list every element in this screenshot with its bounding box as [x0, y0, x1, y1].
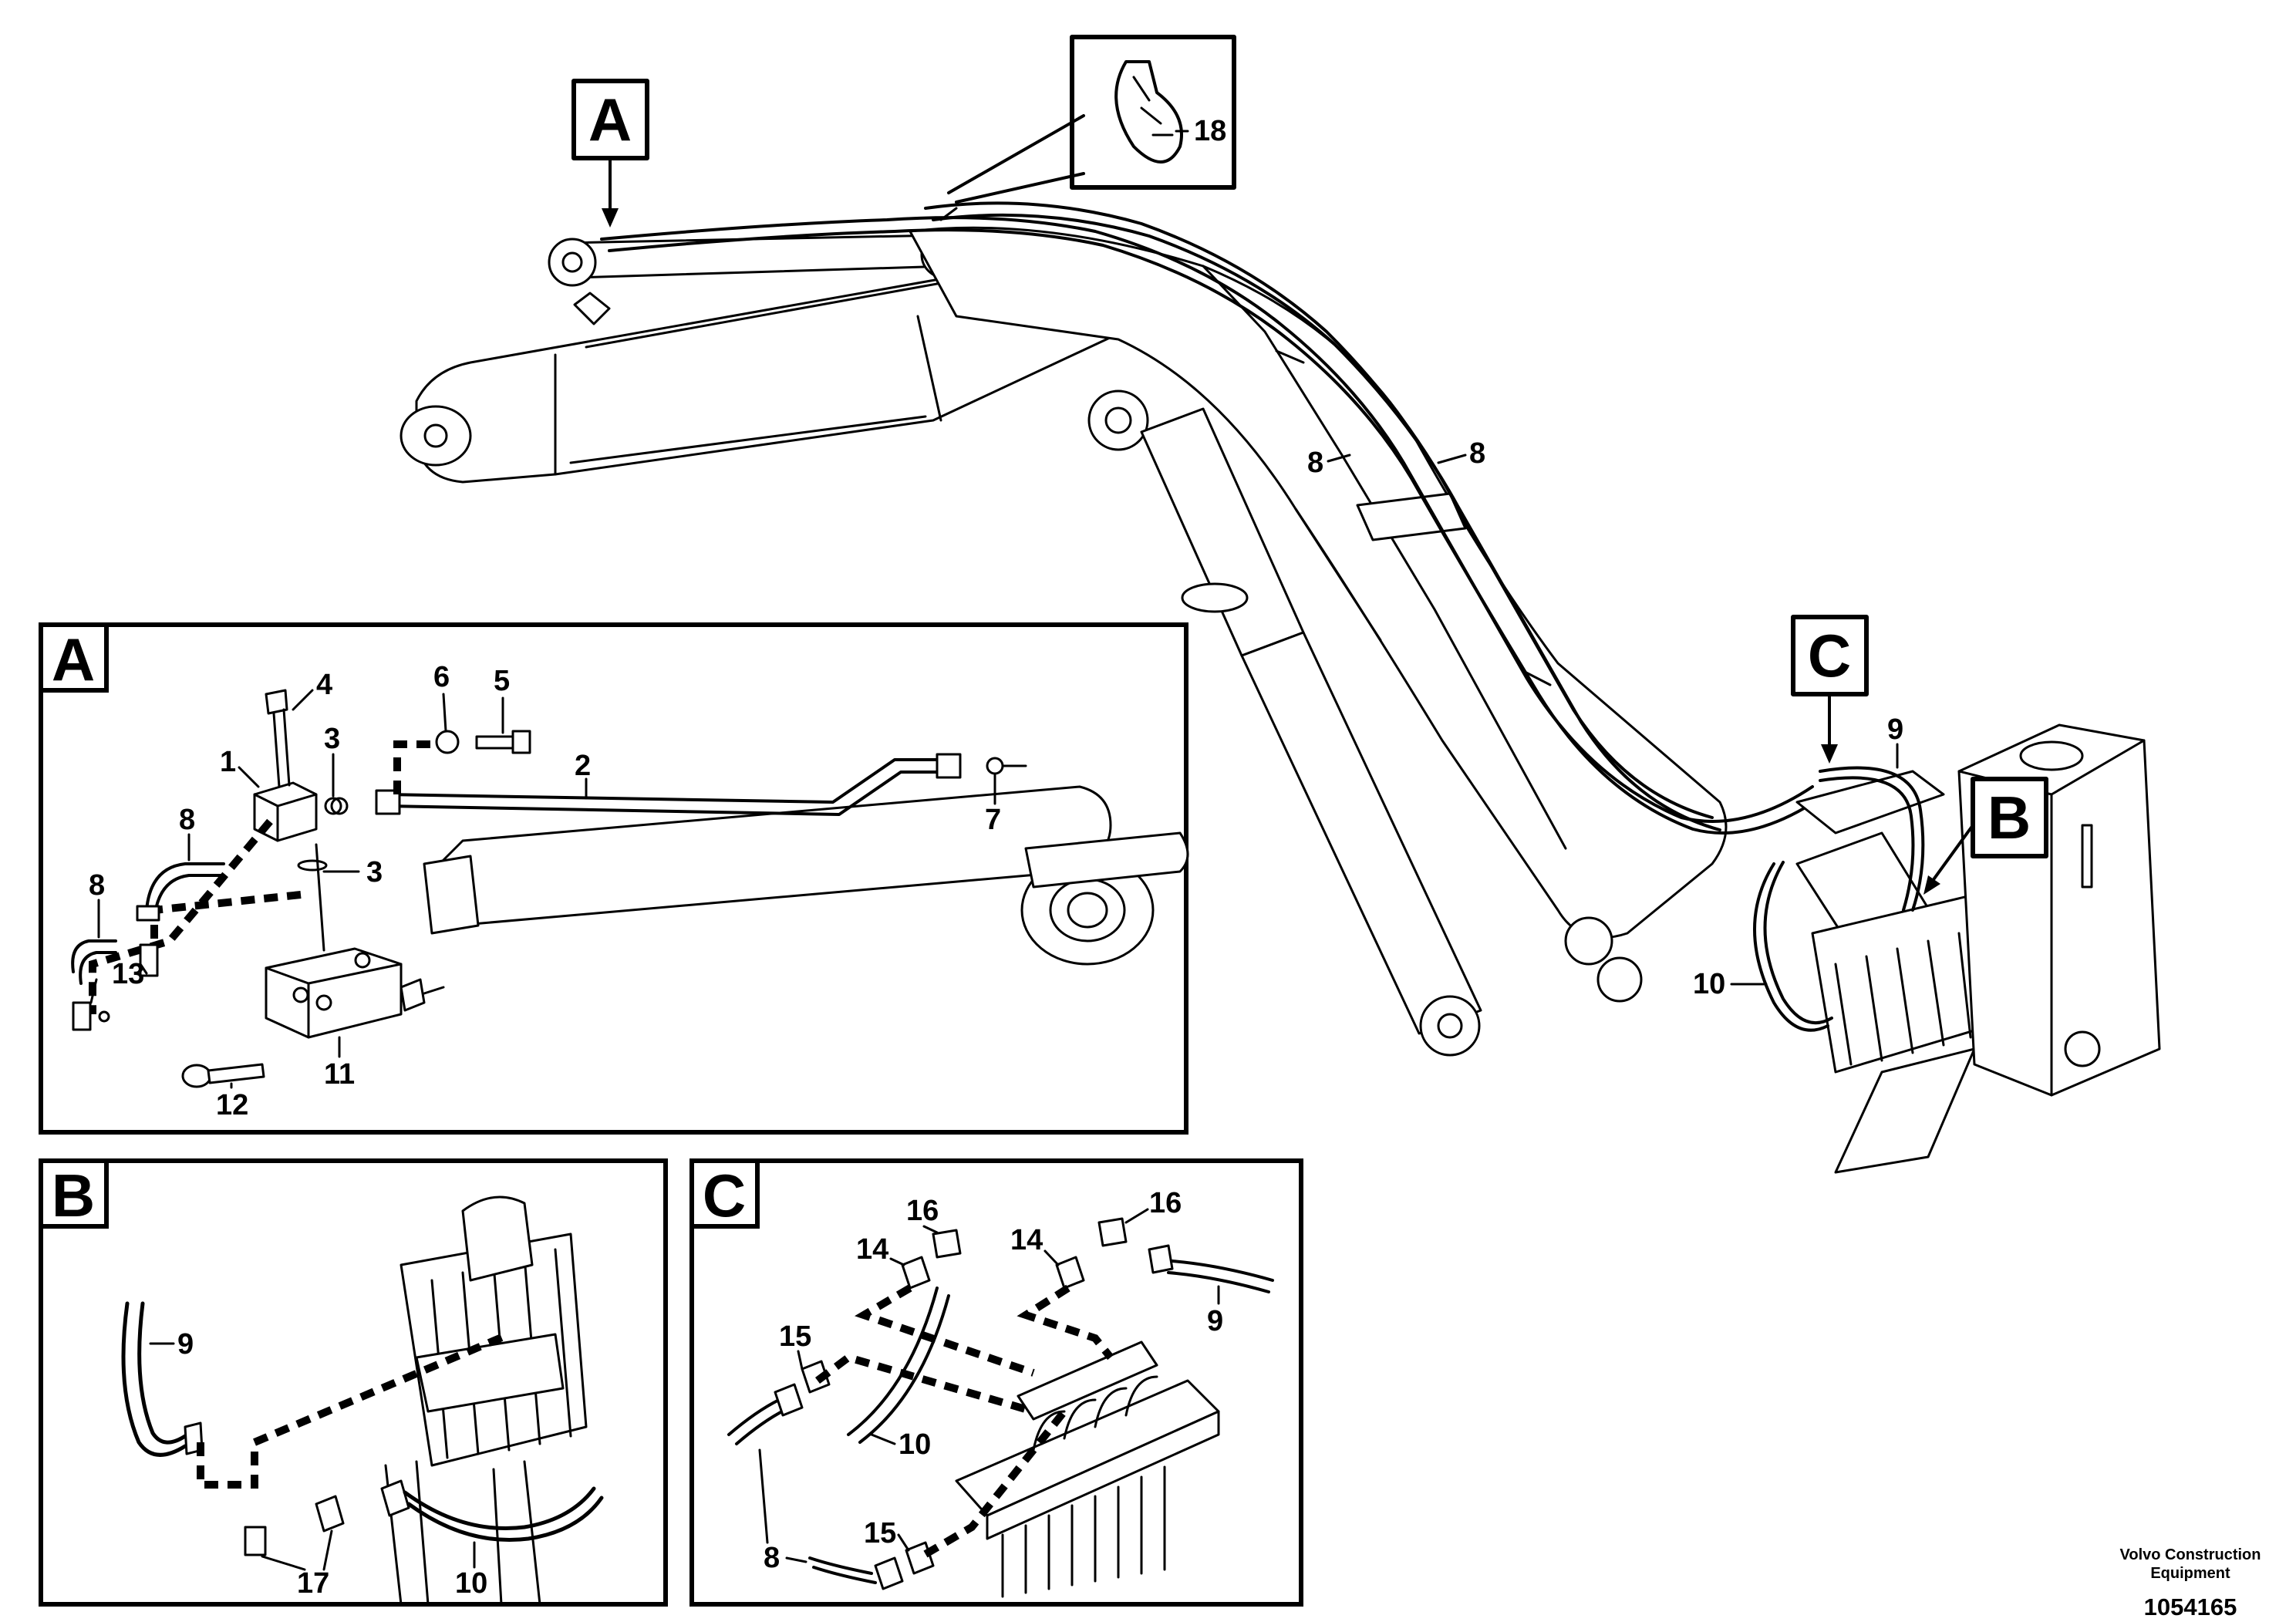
label-main-10: 10 [1693, 968, 1725, 1000]
label-a-2: 2 [575, 750, 591, 782]
label-c-15-top: 15 [779, 1320, 811, 1353]
callout-18: 18 [947, 35, 1236, 204]
label-a-4: 4 [316, 669, 332, 701]
label-main-8-left: 8 [1307, 447, 1323, 479]
callout-c-letter: C [1808, 622, 1851, 690]
label-c-10: 10 [899, 1428, 931, 1461]
detail-c-panel: C 16 14 14 [689, 1158, 1303, 1607]
base-assembly [1753, 723, 2161, 1174]
label-c-15-bottom: 15 [864, 1517, 896, 1549]
label-a-3-top: 3 [324, 723, 340, 755]
label-a-7: 7 [985, 804, 1001, 836]
label-a-5: 5 [494, 665, 510, 697]
label-main-8-right: 8 [1469, 437, 1485, 470]
label-b-9: 9 [177, 1328, 194, 1361]
main-illustration: A 18 8 8 C 9 B [400, 35, 2161, 1174]
label-c-16-left: 16 [906, 1195, 939, 1227]
label-a-12: 12 [216, 1089, 248, 1121]
detail-a-title: A [52, 626, 95, 693]
detail-a-panel: A [39, 622, 1189, 1135]
credit-company: Volvo Construction Equipment [2119, 1546, 2261, 1582]
boom-hoses [600, 201, 1822, 835]
label-b-17: 17 [297, 1567, 329, 1600]
detail-b-title: B [52, 1162, 95, 1229]
callout-b: B [1923, 777, 2048, 895]
callout-c: C [1791, 615, 1869, 764]
label-b-10: 10 [455, 1567, 487, 1600]
boom [909, 226, 1728, 1003]
label-a-13: 13 [112, 958, 144, 990]
detail-c-title: C [703, 1162, 746, 1229]
label-c-9: 9 [1207, 1305, 1223, 1337]
callout-a: A [571, 79, 649, 228]
label-c-14-left: 14 [856, 1233, 888, 1266]
label-c-16-right: 16 [1149, 1187, 1182, 1219]
boom-cylinder [1140, 407, 1482, 1057]
label-c-8: 8 [764, 1542, 780, 1574]
credit-number: 1054165 [2143, 1593, 2237, 1620]
label-a-3-bottom: 3 [366, 856, 383, 889]
callout-b-letter: B [1988, 784, 2031, 851]
callout-a-letter: A [588, 86, 632, 153]
label-a-8-top: 8 [179, 804, 195, 836]
label-a-6: 6 [433, 661, 450, 693]
label-main-18: 18 [1194, 115, 1226, 147]
label-a-8-left: 8 [89, 869, 105, 902]
label-a-11: 11 [324, 1058, 355, 1091]
label-a-1: 1 [220, 746, 236, 778]
label-main-9: 9 [1887, 713, 1903, 746]
label-c-14-right: 14 [1010, 1224, 1043, 1256]
detail-b-panel: B 9 17 10 [39, 1158, 668, 1607]
